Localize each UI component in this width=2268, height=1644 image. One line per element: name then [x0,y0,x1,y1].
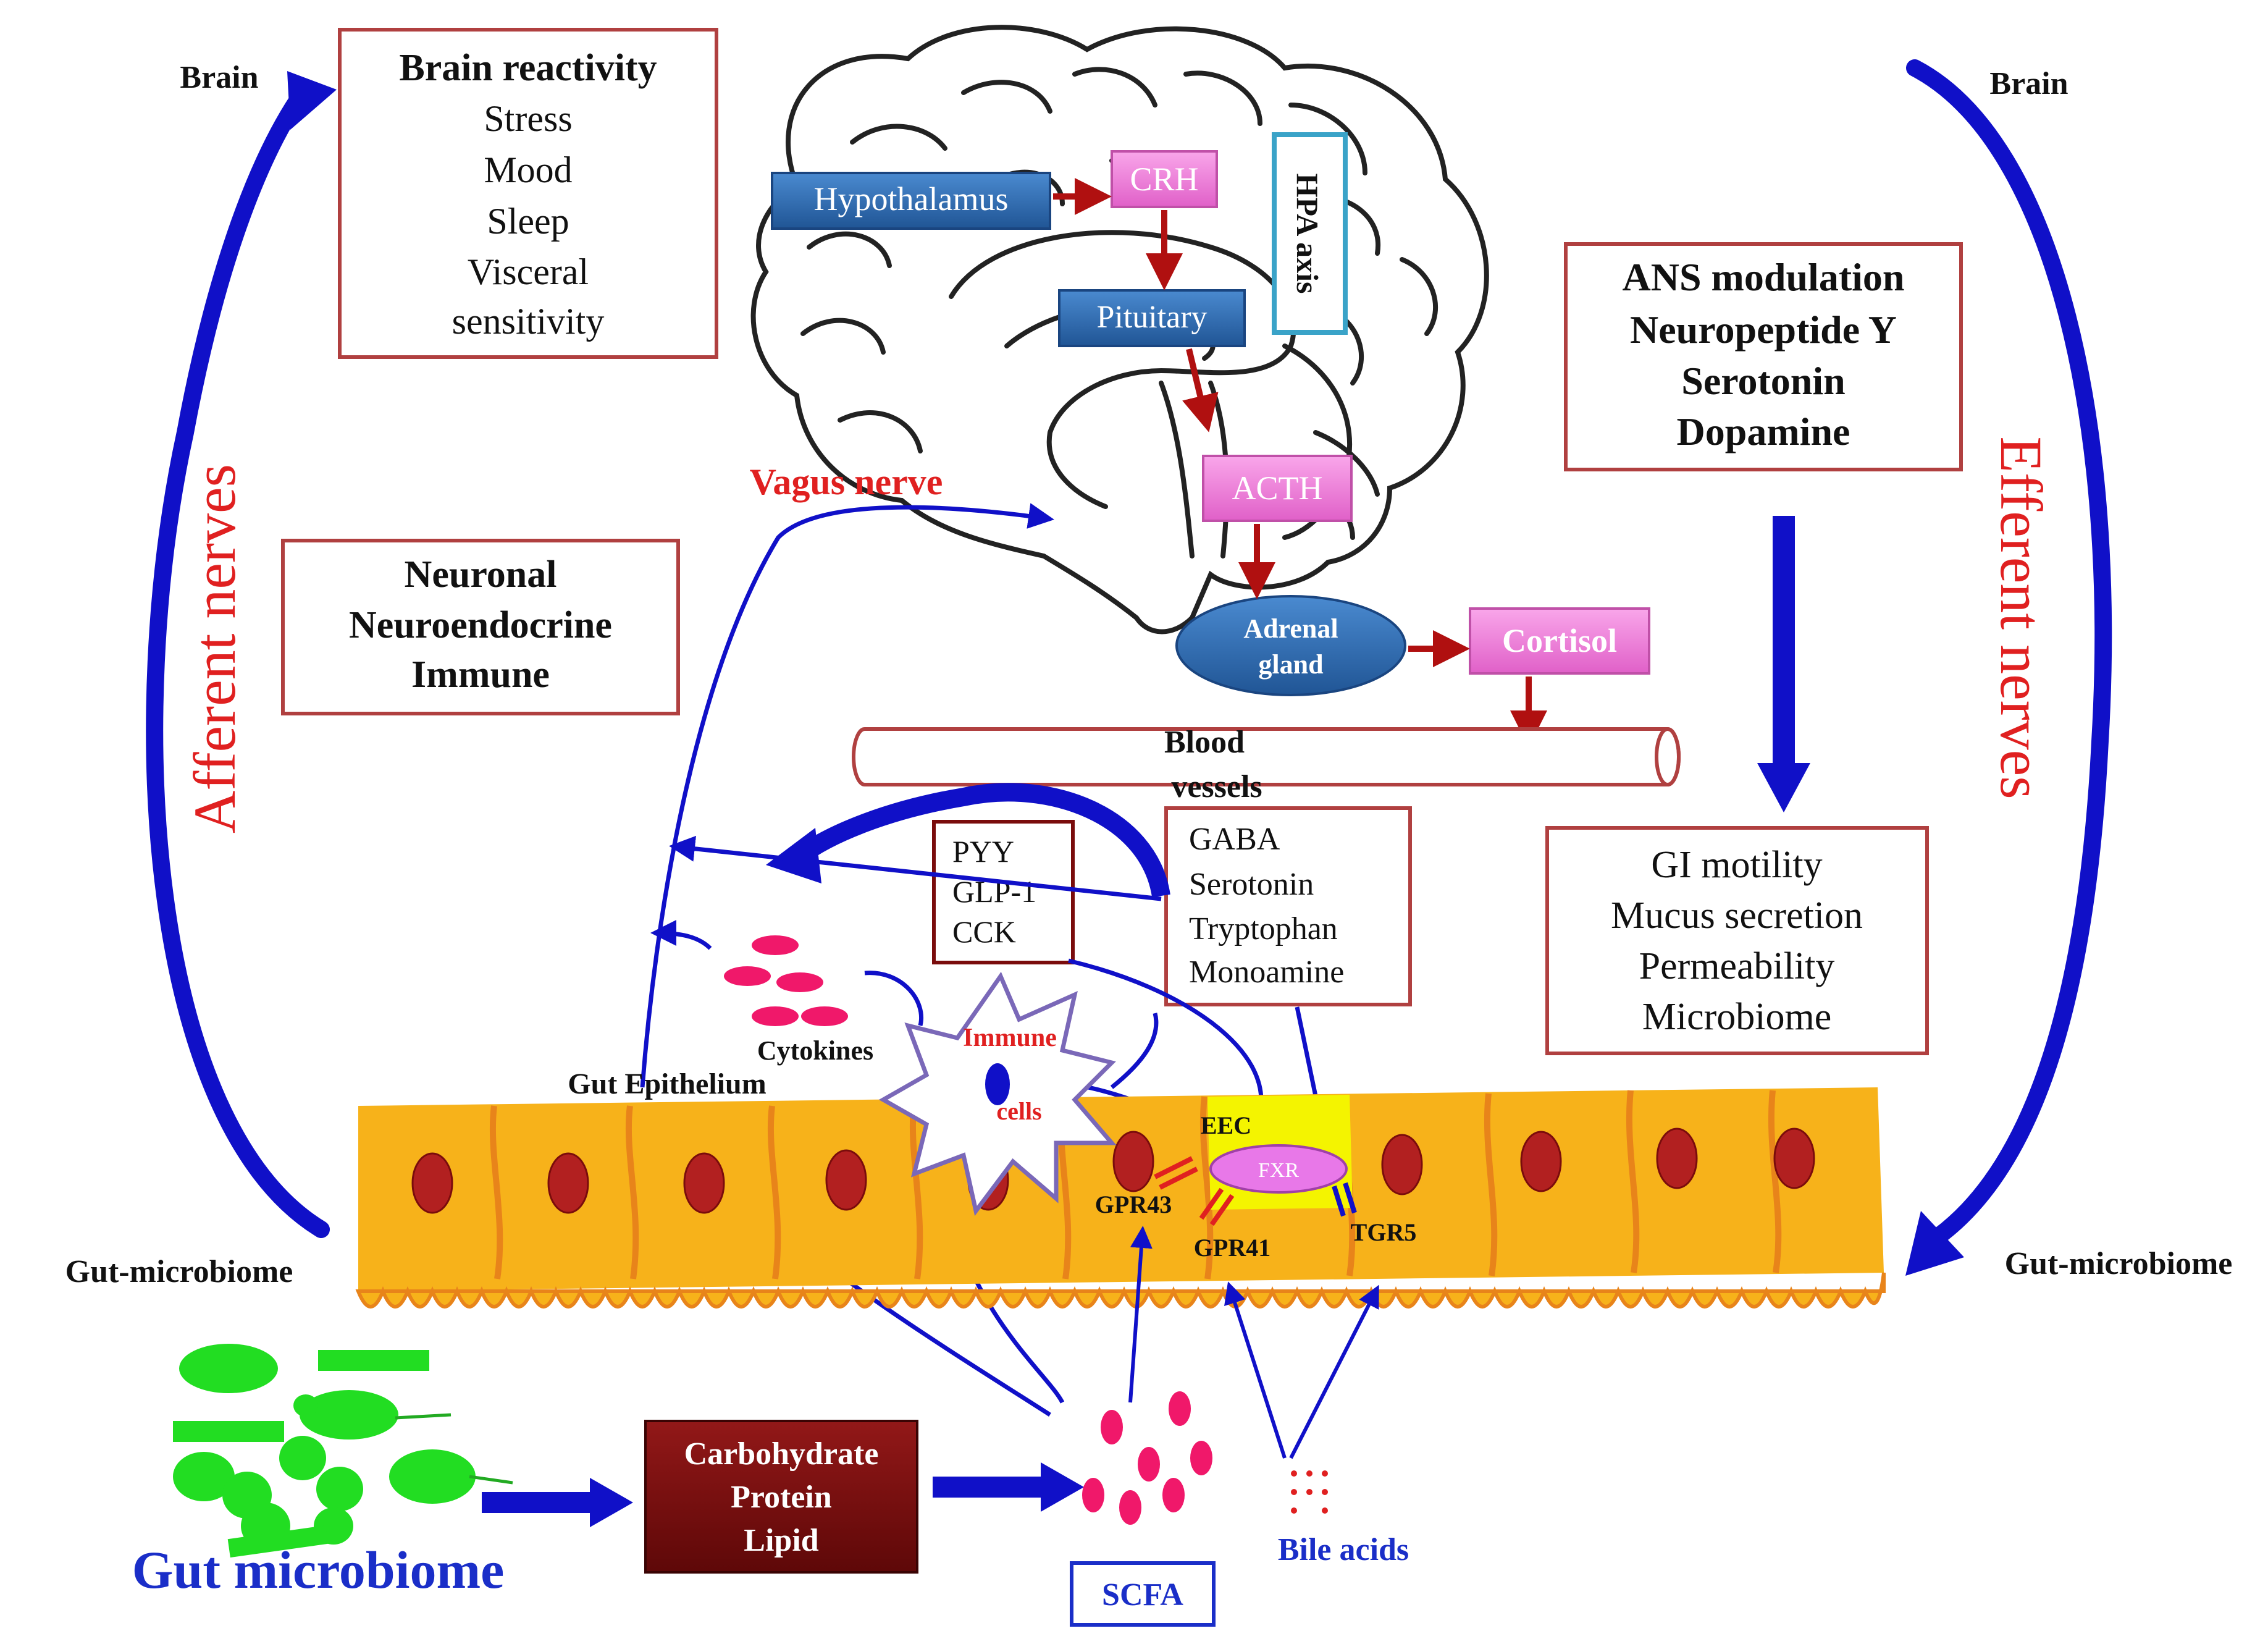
acth-box: ACTH [1202,455,1353,522]
gpr43-label: GPR43 [1095,1191,1172,1218]
receptor-arrows [1128,1226,1379,1459]
ans-item: Serotonin [1681,359,1846,403]
acth-label: ACTH [1232,470,1323,507]
pathway-label: Neuronal [405,554,557,596]
cortisol-label: Cortisol [1502,622,1617,659]
pituitary-box: Pituitary [1058,289,1246,347]
neurotransmitter-item: Monoamine [1189,955,1344,990]
gpr43-receptor [1154,1156,1198,1190]
brain-reactivity-item: sensitivity [452,301,605,342]
hpa-axis-box: HPA axis [1272,132,1348,335]
gut-microbiome-label-right: Gut-microbiome [2005,1246,2233,1281]
immune-cell: Immune cells [878,971,1117,1216]
hormones-box: PYY GLP-1 CCK [932,820,1075,964]
neuronal-pathways-box: Neuronal Neuroendocrine Immune [281,539,680,715]
hpa-axis-label: HPA axis [1290,174,1325,294]
scfa-box: SCFA [1070,1561,1216,1627]
ans-item: Dopamine [1677,410,1850,453]
cytokines [724,935,848,1026]
vagus-nerve-label: Vagus nerve [750,462,943,502]
crh-label: CRH [1130,161,1198,198]
brain-reactivity-item: Stress [484,98,572,139]
fxr-receptor: FXR [1209,1144,1348,1194]
ans-item: Neuropeptide Y [1630,308,1897,352]
nutrients-box: Carbohydrate Protein Lipid [644,1420,918,1574]
nutrient-to-scfa-arrow [933,1462,1084,1512]
brain-label-right: Brain [1989,66,2068,101]
gut-epithelium [355,1087,1886,1309]
afferent-arrow [146,71,337,1238]
efferent-nerves-label: Efferent nerves [1988,436,2054,799]
nutrient-item: Protein [731,1480,832,1515]
neurotransmitter-item: GABA [1189,822,1280,857]
ans-to-gi-arrow [1757,516,1810,812]
gi-item: Permeability [1639,945,1835,987]
efferent-arrow [1905,59,2112,1276]
pathway-label: Neuroendocrine [349,604,612,646]
cortisol-box: Cortisol [1469,607,1650,675]
ans-modulation-box: ANS modulation Neuropeptide Y Serotonin … [1564,242,1963,471]
adrenal-label-line2: gland [1258,649,1323,680]
cytokines-label: Cytokines [757,1035,873,1066]
neurotransmitter-signal-arrow [766,783,1170,898]
eec-label: EEC [1201,1111,1251,1139]
brain-reactivity-item: Visceral [468,251,589,292]
gi-item: Microbiome [1642,996,1832,1038]
pathway-label: Immune [411,654,550,696]
pituitary-label: Pituitary [1096,300,1207,335]
blood-vessel: Blood vessels [852,725,1681,804]
adrenal-gland: Adrenal gland [1175,595,1406,696]
gpr41-label: GPR41 [1194,1234,1270,1262]
scfa-molecules [1082,1391,1212,1525]
nutrient-item: Carbohydrate [684,1436,879,1472]
gi-item: GI motility [1651,844,1822,886]
ans-item: ANS modulation [1623,255,1905,299]
brain-reactivity-item: Sleep [487,201,569,242]
gut-epithelium-label: Gut Epithelium [568,1068,766,1100]
tgr5-receptor [1332,1182,1357,1217]
neurotransmitters-box: GABA Serotonin Tryptophan Monoamine [1164,806,1412,1006]
bile-acid-molecules [1291,1470,1328,1514]
hypothalamus-box: Hypothalamus [771,172,1051,230]
microbes [173,1344,513,1558]
adrenal-label-line1: Adrenal [1243,613,1338,644]
gut-microbiome-title: Gut microbiome [132,1540,505,1600]
hpa-arrows [1053,178,1547,748]
brain-reactivity-title: Brain reactivity [399,47,657,89]
hormone-item: CCK [952,914,1016,949]
blood-vessels-label-line2: vessels [1171,769,1262,804]
scfa-label: SCFA [1102,1577,1183,1612]
nutrient-item: Lipid [744,1523,818,1558]
neurotransmitter-item: Serotonin [1189,867,1314,902]
brain-label-left: Brain [180,60,258,95]
brain-reactivity-item: Mood [484,150,572,190]
immune-label: Immune [963,1024,1057,1052]
crh-box: CRH [1111,150,1218,208]
blood-vessels-label-line1: Blood [1164,725,1245,760]
bile-acids-label: Bile acids [1278,1532,1409,1567]
cells-label: cells [996,1097,1041,1125]
tgr5-label: TGR5 [1351,1218,1417,1246]
gi-effects-box: GI motility Mucus secretion Permeability… [1545,826,1929,1055]
brain-reactivity-box: Brain reactivity Stress Mood Sleep Visce… [338,28,718,359]
gpr41-receptor [1199,1187,1235,1226]
hypothalamus-label: Hypothalamus [814,180,1009,217]
gi-item: Mucus secretion [1611,895,1863,937]
neurotransmitter-item: Tryptophan [1189,911,1338,946]
fxr-label: FXR [1258,1159,1299,1182]
hormone-item: PYY [952,834,1014,869]
gut-microbiome-label-left: Gut-microbiome [65,1254,293,1289]
microbe-to-nutrient-arrow [482,1478,633,1527]
afferent-nerves-label: Afferent nerves [182,464,248,833]
